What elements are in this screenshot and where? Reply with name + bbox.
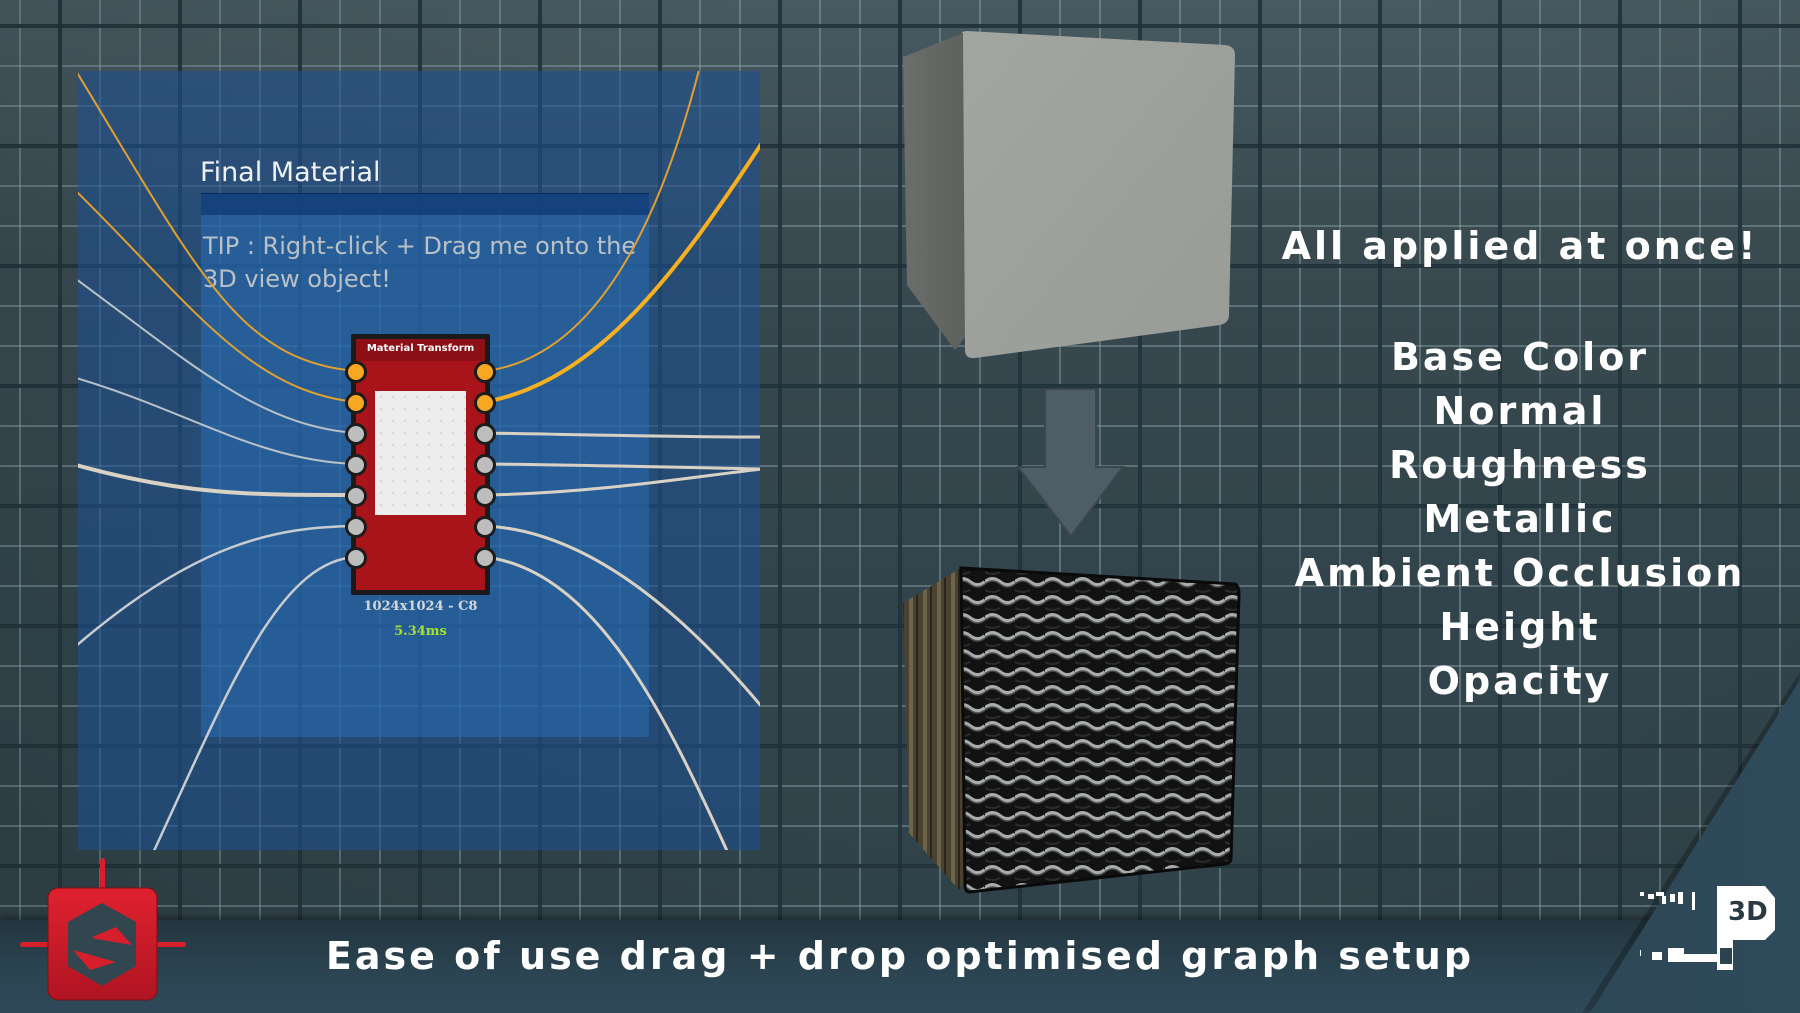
- node-graph-panel[interactable]: Final Material TIP : Right-click + Drag …: [78, 71, 760, 850]
- material-transform-node[interactable]: Material Transform: [345, 334, 496, 595]
- node-resolution: 1024x1024 - C8: [363, 599, 478, 614]
- node-wires: [78, 71, 760, 850]
- headline: All applied at once!: [1281, 224, 1759, 268]
- input-port-4[interactable]: [345, 454, 367, 476]
- substance-designer-logo-icon: [20, 858, 186, 1001]
- channel-roughness: Roughness: [1389, 443, 1651, 487]
- frame-header[interactable]: [201, 193, 649, 215]
- channel-ambient-occlusion: Ambient Occlusion: [1294, 551, 1746, 595]
- node-title: Material Transform: [366, 343, 475, 354]
- plain-grey-cube: [903, 31, 1235, 359]
- channel-list: Base Color Normal Roughness Metallic Amb…: [1240, 330, 1800, 708]
- pixel-3d-logo-icon: [1640, 886, 1775, 970]
- input-port-7[interactable]: [345, 547, 367, 569]
- frame-tip-text: TIP : Right-click + Drag me onto the 3D …: [203, 232, 637, 293]
- input-port-1[interactable]: [345, 361, 367, 383]
- output-port-7[interactable]: [474, 547, 496, 569]
- channel-normal: Normal: [1433, 389, 1607, 433]
- input-port-5[interactable]: [345, 485, 367, 507]
- pixel-3d-logo-text: 3D: [1728, 897, 1768, 927]
- output-port-3[interactable]: [474, 423, 496, 445]
- down-arrow-icon: [1015, 388, 1126, 538]
- channel-opacity: Opacity: [1427, 659, 1613, 703]
- node-title-bar[interactable]: Material Transform: [356, 339, 485, 361]
- node-body: Material Transform: [356, 339, 485, 590]
- channel-height: Height: [1439, 605, 1601, 649]
- tagline: Ease of use drag + drop optimised graph …: [325, 934, 1475, 978]
- input-port-6[interactable]: [345, 516, 367, 538]
- output-port-6[interactable]: [474, 516, 496, 538]
- bottom-banner: [0, 920, 1800, 1013]
- input-port-3[interactable]: [345, 423, 367, 445]
- frame-title: Final Material: [200, 157, 381, 188]
- channel-metallic: Metallic: [1423, 497, 1617, 541]
- output-port-1[interactable]: [474, 361, 496, 383]
- output-port-4[interactable]: [474, 454, 496, 476]
- metal-weave-textured-cube: [903, 566, 1241, 894]
- node-compute-time: 5.34ms: [394, 624, 447, 639]
- channel-base-color: Base Color: [1390, 335, 1650, 379]
- output-port-5[interactable]: [474, 485, 496, 507]
- node-thumbnail: [375, 391, 466, 515]
- input-port-2[interactable]: [345, 392, 367, 414]
- output-port-2[interactable]: [474, 392, 496, 414]
